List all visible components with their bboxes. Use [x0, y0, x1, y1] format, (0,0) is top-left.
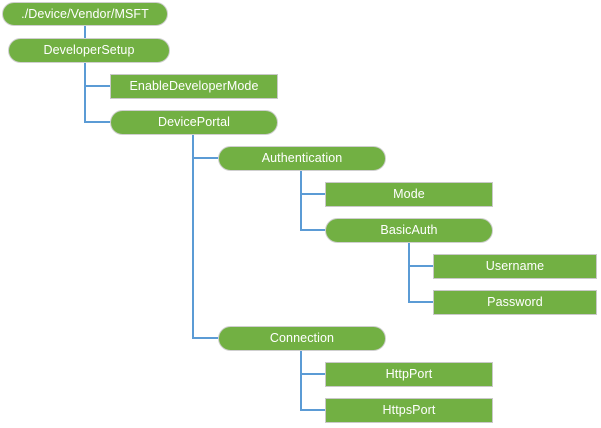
connector-lines [84, 25, 434, 411]
tree-node-label: BasicAuth [380, 223, 438, 238]
tree-node-label: HttpPort [385, 367, 433, 382]
tree-connector [84, 85, 111, 123]
tree-connector [192, 157, 219, 339]
tree-node-httpport[interactable]: HttpPort [325, 362, 493, 387]
tree-node-enabledevelopermode[interactable]: EnableDeveloperMode [110, 74, 278, 99]
tree-node-label: Password [487, 295, 543, 310]
tree-node-label: Username [485, 259, 545, 274]
tree-node-label: DevicePortal [157, 115, 231, 130]
tree-connector [84, 62, 111, 87]
tree-node-httpsport[interactable]: HttpsPort [325, 398, 493, 423]
tree-connector [192, 134, 219, 159]
tree-connector [300, 373, 326, 411]
tree-node-developersetup[interactable]: DeveloperSetup [8, 38, 170, 63]
tree-node-authentication[interactable]: Authentication [218, 146, 386, 171]
tree-node-label: DeveloperSetup [43, 43, 135, 58]
tree-node-basicauth[interactable]: BasicAuth [325, 218, 493, 243]
tree-connector [300, 170, 326, 195]
tree-connector [408, 265, 434, 303]
tree-node-label: Authentication [261, 151, 343, 166]
tree-node-deviceportal[interactable]: DevicePortal [110, 110, 278, 135]
tree-node-username[interactable]: Username [433, 254, 597, 279]
tree-connector [300, 193, 326, 231]
tree-node-connection[interactable]: Connection [218, 326, 386, 351]
tree-node-label: HttpsPort [382, 403, 436, 418]
tree-node-root[interactable]: ./Device/Vendor/MSFT [2, 2, 168, 26]
tree-node-label: ./Device/Vendor/MSFT [21, 6, 149, 21]
tree-node-password[interactable]: Password [433, 290, 597, 315]
tree-node-label: EnableDeveloperMode [129, 79, 259, 94]
tree-connector [300, 350, 326, 375]
tree-node-label: Connection [269, 331, 335, 346]
tree-node-mode[interactable]: Mode [325, 182, 493, 207]
tree-connector [408, 242, 434, 267]
tree-node-label: Mode [393, 187, 425, 202]
